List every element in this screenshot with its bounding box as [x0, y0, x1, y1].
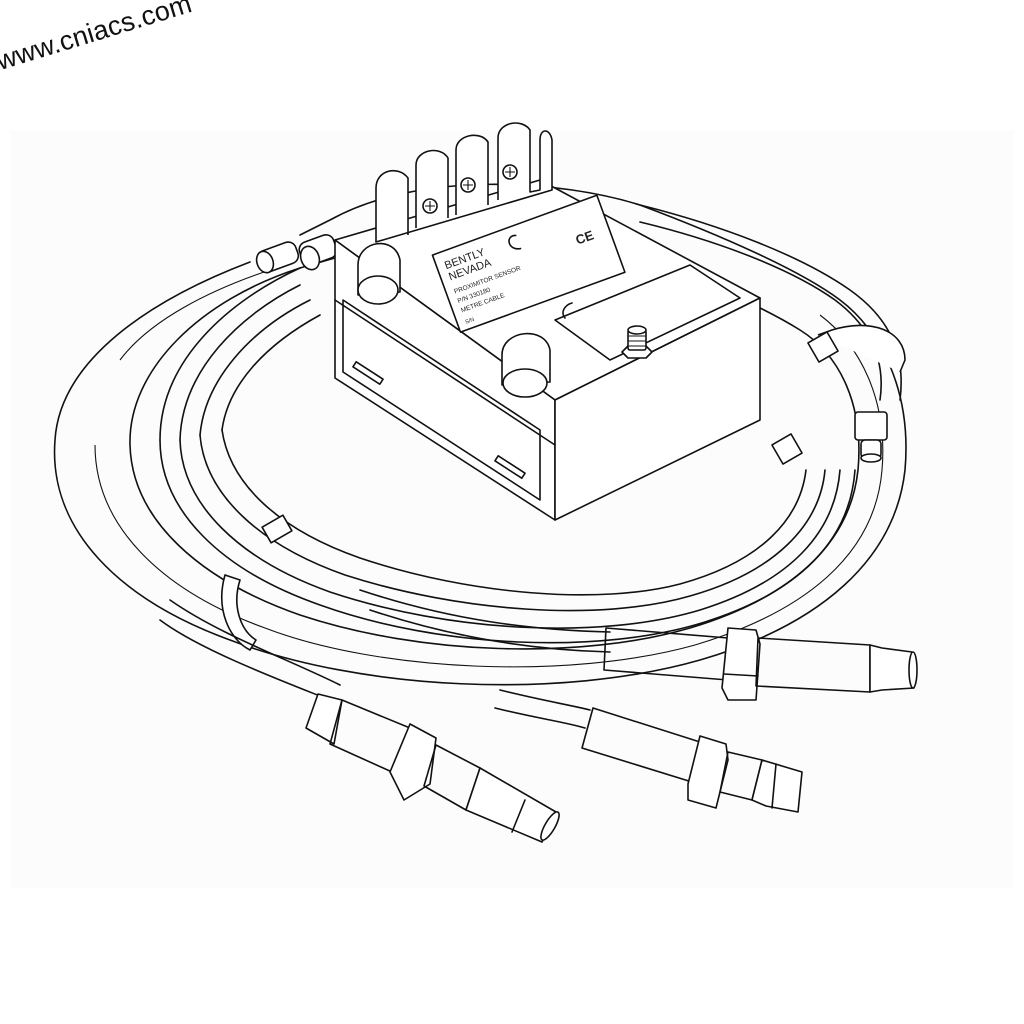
label-plate: BENTLY NEVADA PROXIMITOR SENSOR P/N 3301…	[432, 195, 624, 332]
ce-mark: CE	[574, 227, 596, 247]
terminal-block	[376, 123, 552, 242]
probe-cables	[160, 590, 610, 728]
right-connector	[855, 412, 887, 462]
cable-connectors-top-left	[254, 233, 339, 276]
probe-3	[306, 694, 562, 842]
probe-1	[604, 628, 917, 700]
probe-2	[582, 708, 802, 812]
plain-cable-loops	[160, 205, 901, 643]
terminal-4	[498, 123, 552, 200]
terminal-2	[416, 151, 448, 228]
terminal-3	[456, 135, 488, 215]
bently-logo-icon	[507, 235, 520, 252]
label-line-4: S/N	[465, 317, 476, 326]
ground-stud	[622, 326, 652, 358]
terminal-1	[376, 171, 408, 242]
